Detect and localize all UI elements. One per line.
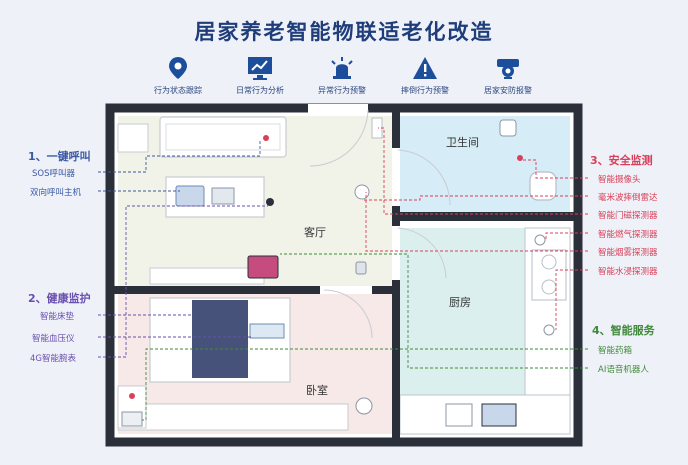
leader-lines-safety xyxy=(364,127,588,330)
tv-cabinet xyxy=(149,267,265,285)
gas-sensor xyxy=(534,234,546,246)
feature-behavior-tracking: 行为状态跟踪 xyxy=(133,56,223,96)
feature-fall-alert: 摔倒行为预警 xyxy=(380,56,470,96)
bp-monitor-bedroom xyxy=(249,323,285,339)
stove xyxy=(531,249,567,301)
room-label-bathroom: 卫生间 xyxy=(446,136,479,149)
room-label-kitchen: 厨房 xyxy=(449,296,471,309)
bath-sos-button xyxy=(517,155,523,161)
door-arc-bathroom xyxy=(397,149,451,206)
room-label-living: 客厅 xyxy=(304,226,326,239)
bath-radar xyxy=(499,119,517,137)
medicine-box xyxy=(121,411,143,427)
camera-device-living xyxy=(355,261,367,275)
label-call-host: 双向呼叫主机 xyxy=(30,188,82,198)
feature-label: 日常行为分析 xyxy=(236,86,284,95)
door-arc-kitchen xyxy=(397,227,447,279)
sofa xyxy=(159,116,287,158)
sos-button-living xyxy=(263,135,269,141)
bedroom-sensor xyxy=(355,397,373,415)
door-gap-kitchen xyxy=(392,226,400,280)
label-water-sensor: 智能水浸探测器 xyxy=(598,267,658,277)
label-gas-sensor: 智能燃气探测器 xyxy=(598,230,658,240)
location-pin-icon xyxy=(169,57,187,79)
bedroom-sos-button xyxy=(129,393,135,399)
wall-bath-kitchen xyxy=(396,212,574,221)
label-bp-monitor: 智能血压仪 xyxy=(32,334,75,344)
side-table xyxy=(117,123,149,153)
wall-living-bedroom-right xyxy=(372,286,394,294)
door-arc-entry xyxy=(309,109,369,167)
door-arc-bedroom xyxy=(323,289,373,339)
label-medicine-box: 智能药箱 xyxy=(598,346,633,356)
wall-living-bedroom-left xyxy=(114,286,320,294)
smart-mattress xyxy=(192,300,248,378)
kitchen-box xyxy=(445,403,473,427)
toilet xyxy=(529,171,557,201)
label-camera: 智能摄像头 xyxy=(598,175,641,185)
section-title-call: 1、一键呼叫 xyxy=(28,150,91,163)
section-title-service: 4、智能服务 xyxy=(592,324,655,337)
door-gap-entry xyxy=(308,104,368,113)
security-camera-icon xyxy=(497,59,519,79)
feature-label: 异常行为预警 xyxy=(318,86,366,95)
ai-robot-screen xyxy=(247,255,279,279)
leader-lines-call xyxy=(98,140,261,192)
feature-label: 行为状态跟踪 xyxy=(154,86,202,95)
label-ai-robot: AI语音机器人 xyxy=(598,365,649,375)
water-leak-sensor xyxy=(543,324,555,336)
leader-lines-health xyxy=(98,205,268,358)
label-fall-radar: 毫米波摔倒雷达 xyxy=(598,193,658,203)
monitor-chart-icon xyxy=(248,57,272,80)
feature-label: 居家安防报警 xyxy=(484,86,532,95)
alarm-light-icon xyxy=(331,57,353,79)
warning-triangle-icon xyxy=(413,57,437,79)
room-label-bedroom: 卧室 xyxy=(306,384,328,397)
sofa-seat xyxy=(165,123,281,151)
label-smoke-sensor: 智能烟雾探测器 xyxy=(598,248,658,258)
label-smart-mattress: 智能床垫 xyxy=(40,312,75,322)
leader-lines-service xyxy=(142,253,588,421)
watch-device xyxy=(266,198,274,206)
label-sos-caller: SOS呼叫器 xyxy=(32,169,75,179)
door-gap-bathroom xyxy=(392,148,400,206)
section-title-safety: 3、安全监测 xyxy=(590,154,653,167)
feature-abnormal-alert: 异常行为预警 xyxy=(297,56,387,96)
section-title-health: 2、健康监护 xyxy=(28,292,91,305)
door-sensor-living xyxy=(371,117,383,139)
call-host-device xyxy=(175,185,205,207)
kitchen-sink xyxy=(481,403,517,427)
page-title: 居家养老智能物联适老化改造 xyxy=(194,20,494,44)
bath-smoke-sensor xyxy=(354,184,370,200)
stove-burner-2 xyxy=(541,279,557,295)
blood-pressure-box xyxy=(211,187,235,205)
feature-home-security: 居家安防报警 xyxy=(463,56,553,96)
label-smart-watch: 4G智能腕表 xyxy=(30,354,76,364)
feature-label: 摔倒行为预警 xyxy=(401,86,449,95)
label-door-sensor: 智能门磁探测器 xyxy=(598,211,658,221)
feature-daily-analysis: 日常行为分析 xyxy=(215,56,305,96)
wardrobe xyxy=(117,403,349,431)
stove-burner-1 xyxy=(541,254,557,270)
